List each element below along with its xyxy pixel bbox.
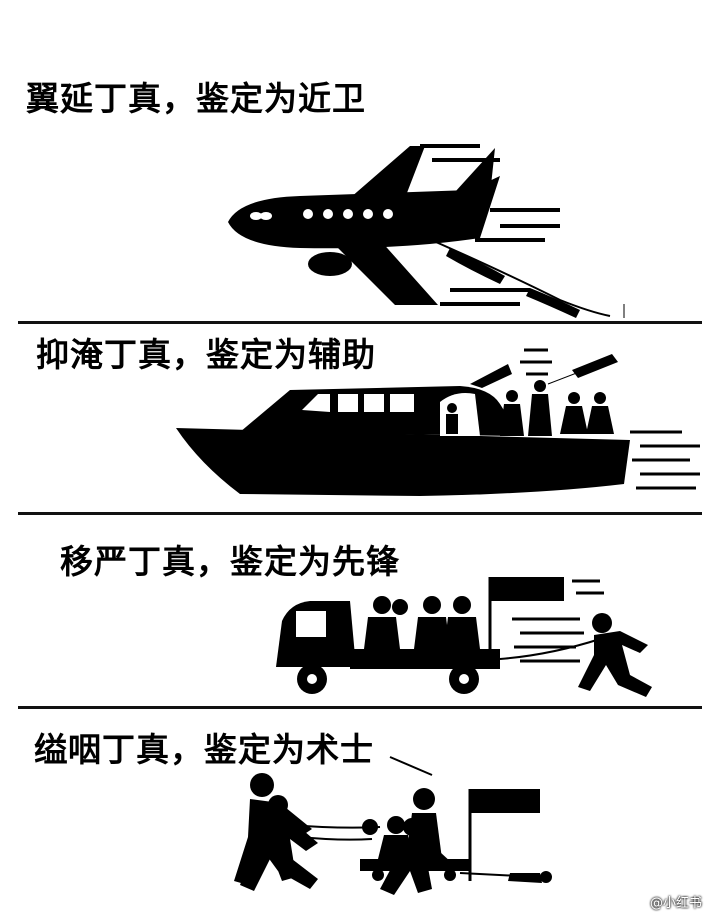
panel-divider [18, 512, 702, 515]
panel-caption: 移严丁真，鉴定为先锋 [60, 542, 400, 581]
truck-illustration [276, 577, 652, 697]
panel-caption: 缢咽丁真，鉴定为术士 [34, 730, 374, 769]
panel-caption: 抑淹丁真，鉴定为辅助 [36, 335, 376, 374]
people-dragging-illustration [234, 756, 552, 895]
airplane-illustration [228, 144, 625, 318]
panel-airplane: 翼延丁真，鉴定为近卫 [0, 0, 720, 322]
panel-divider [18, 321, 702, 324]
watermark-label: @小红书 [649, 896, 702, 911]
boat-illustration [176, 348, 700, 496]
panel-boat: 抑淹丁真，鉴定为辅助 [0, 324, 720, 512]
panel-truck: 移严丁真，鉴定为先锋 [0, 515, 720, 706]
panel-people-dragging: 缢咽丁真，鉴定为术士 [0, 709, 720, 915]
panel-caption: 翼延丁真，鉴定为近卫 [26, 79, 366, 118]
panel-divider [18, 706, 702, 709]
